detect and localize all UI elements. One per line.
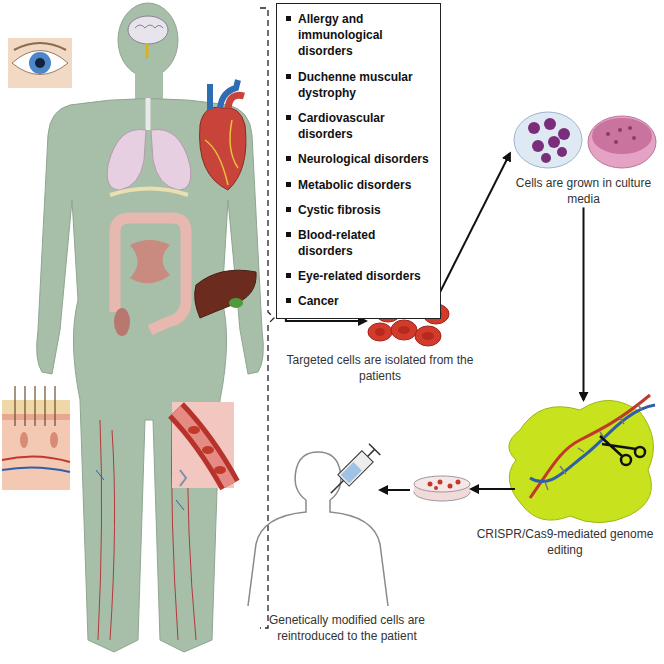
list-item-text: Allergy and immunological disorders bbox=[298, 12, 383, 58]
flow-arrow bbox=[286, 319, 366, 321]
step-caption: CRISPR/Cas9-mediated genome editing bbox=[470, 526, 660, 558]
caption-text: Genetically modified cells are reintrodu… bbox=[262, 612, 432, 644]
caption-text: CRISPR/Cas9-mediated genome editing bbox=[470, 526, 660, 558]
bullet-square bbox=[286, 232, 291, 237]
caption-text: Targeted cells are isolated from the pat… bbox=[280, 352, 480, 384]
list-item-text: Metabolic disorders bbox=[298, 178, 411, 192]
flow-arrow bbox=[439, 153, 510, 294]
list-item-text: Cancer bbox=[298, 294, 339, 308]
list-item: Eye-related disorders bbox=[285, 268, 432, 284]
human-body bbox=[37, 3, 264, 652]
flow-arrow bbox=[471, 488, 515, 490]
list-item-text: Cystic fibrosis bbox=[298, 203, 381, 217]
heart-picture bbox=[200, 80, 246, 190]
list-item-text: Blood-related disorders bbox=[298, 228, 375, 258]
dashed-bracket bbox=[260, 8, 274, 628]
petri-dishes-picture bbox=[514, 112, 656, 168]
list-item: Cardiovascular disorders bbox=[285, 110, 432, 142]
skin-picture bbox=[2, 386, 70, 490]
bullet-square bbox=[286, 74, 291, 79]
step-caption: Cells are grown in culture media bbox=[505, 175, 662, 207]
cas9-dna-picture bbox=[509, 395, 655, 523]
bullet-square bbox=[286, 298, 291, 303]
injection-arrowhead bbox=[378, 485, 388, 495]
caption-text: Cells are grown in culture media bbox=[505, 175, 662, 207]
bullet-square bbox=[286, 156, 291, 161]
list-item-text: Duchenne muscular dystrophy bbox=[298, 70, 413, 100]
blood-vessel-picture bbox=[172, 402, 234, 488]
step-caption: Targeted cells are isolated from the pat… bbox=[280, 352, 480, 384]
list-item: Allergy and immunological disorders bbox=[285, 11, 432, 60]
list-item-text: Neurological disorders bbox=[298, 152, 429, 166]
bullet-square bbox=[286, 273, 291, 278]
list-item: Duchenne muscular dystrophy bbox=[285, 69, 432, 101]
list-item-text: Cardiovascular disorders bbox=[298, 111, 385, 141]
small-dish-picture bbox=[414, 476, 470, 501]
list-item: Cancer bbox=[285, 293, 432, 309]
flow-arrow bbox=[583, 207, 585, 400]
bullet-square bbox=[286, 16, 291, 21]
list-item-text: Eye-related disorders bbox=[298, 269, 421, 283]
disease-list-box: Allergy and immunological disordersDuche… bbox=[276, 3, 441, 319]
scissors-symbol bbox=[600, 436, 645, 465]
list-item: Blood-related disorders bbox=[285, 227, 432, 259]
eye-picture bbox=[8, 38, 72, 88]
list-item: Cystic fibrosis bbox=[285, 202, 432, 218]
bullet-square bbox=[286, 115, 291, 120]
step-caption: Genetically modified cells are reintrodu… bbox=[262, 612, 432, 644]
liver-picture bbox=[195, 270, 256, 318]
syringe-symbol bbox=[325, 444, 380, 499]
bullet-square bbox=[286, 182, 291, 187]
list-item: Neurological disorders bbox=[285, 151, 432, 167]
list-item: Metabolic disorders bbox=[285, 177, 432, 193]
patient-outline bbox=[248, 452, 388, 606]
bullet-square bbox=[286, 207, 291, 212]
